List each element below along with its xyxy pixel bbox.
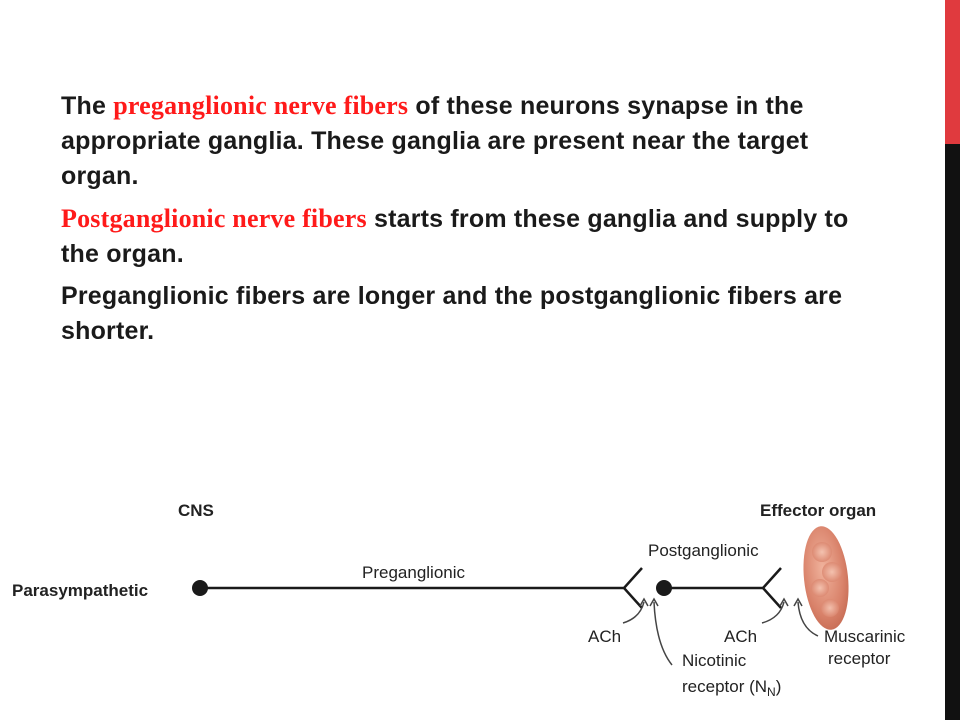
ach-arrow-2 [761,601,785,624]
nicotinic-label: Nicotinic [682,651,747,670]
ach-label-effector: ACh [724,627,757,646]
muscarinic-arrow [797,601,819,637]
nicotinic-receptor-text: receptor (N [682,677,767,696]
paragraph-postganglionic: Postganglionic nerve fibers starts from … [61,201,891,272]
nicotinic-receptor-label: receptor (NN) [682,677,781,699]
muscarinic-arrow-head [793,597,803,607]
parasympathetic-label: Parasympathetic [12,581,148,600]
nicotinic-arrow [653,601,673,666]
ach-arrow-1-head [639,597,649,607]
highlight-preganglionic: preganglionic nerve fibers [113,91,409,120]
ach-arrow-1 [622,601,645,624]
paragraph-2-suffix: starts from these ganglia and supply to … [61,205,849,268]
cns-label: CNS [178,501,214,520]
ach-arrow-2-head [779,597,789,607]
postganglionic-terminal [761,567,782,609]
ach-label-ganglion: ACh [588,627,621,646]
postganglionic-label: Postganglionic [648,541,759,560]
parasympathetic-diagram: CNS Effector organ Parasympathetic Prega… [0,480,945,720]
effector-organ-label: Effector organ [760,501,876,520]
nicotinic-arrow-head [649,597,659,607]
paragraph-1-prefix: The [61,92,107,120]
paragraph-preganglionic: The preganglionic nerve fibers of these … [61,88,891,194]
diagram-svg: CNS Effector organ Parasympathetic Prega… [12,501,906,699]
receptor-arrows [622,597,819,666]
side-accent-bar [945,0,960,144]
paragraph-fiber-length: Preganglionic fibers are longer and the … [61,282,843,345]
muscarinic-label: Muscarinic [824,627,906,646]
preganglionic-terminal [622,567,643,609]
nicotinic-close: ) [776,677,782,696]
nicotinic-subscript: N [767,685,776,699]
slide-body: The preganglionic nerve fibers of these … [61,88,891,356]
effector-organ-shape [803,526,849,630]
highlight-postganglionic: Postganglionic nerve fibers [61,204,367,233]
side-bar [945,0,960,720]
preganglionic-label: Preganglionic [362,563,466,582]
muscarinic-receptor-label: receptor [828,649,891,668]
paragraph-1-suffix: of these neurons synapse in the appropri… [61,92,809,190]
